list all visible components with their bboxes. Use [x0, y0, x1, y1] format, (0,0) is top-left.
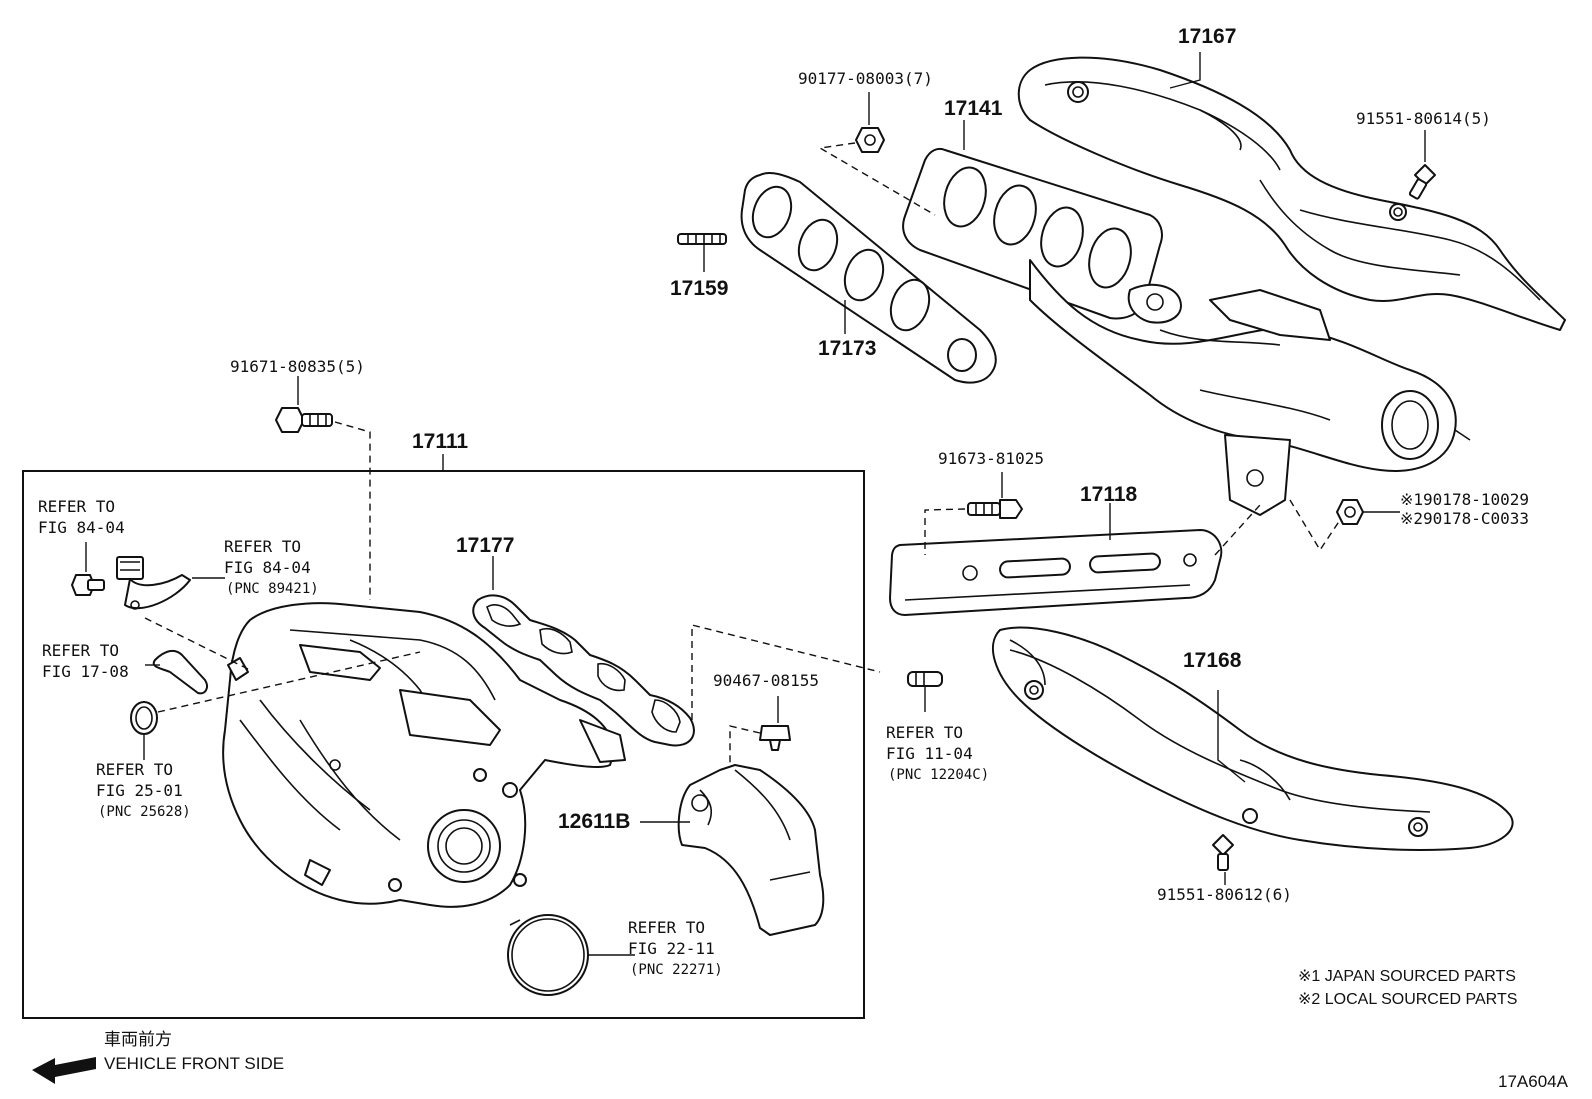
refer-to-line: REFER TO [38, 497, 116, 516]
refer-fig-84-04-b[interactable]: FIG 84-04 [224, 558, 311, 577]
part-number-12611b[interactable]: 12611B [558, 810, 631, 833]
part-number-17173[interactable]: 17173 [818, 337, 877, 360]
map-sensor[interactable] [116, 556, 191, 610]
part-number-17177[interactable]: 17177 [456, 534, 515, 557]
vehicle-front-arrow-icon [32, 1057, 96, 1084]
part-number-17141[interactable]: 17141 [944, 97, 1003, 120]
bolt-91551-80612[interactable] [1212, 834, 1234, 871]
fastener-90177-08003[interactable]: 90177-08003(7) [798, 69, 933, 88]
pnc-12204c: (PNC 12204C) [888, 767, 990, 783]
fastener-91551-80614[interactable]: 91551-80614(5) [1356, 109, 1491, 128]
throttle-body-gasket[interactable] [507, 914, 589, 996]
bolt-91551-80614[interactable] [1408, 164, 1436, 200]
refer-to-line: REFER TO [628, 918, 706, 937]
fastener-91551-80612[interactable]: 91551-80612(6) [1157, 885, 1292, 904]
hose-clamp-ring[interactable] [130, 701, 158, 735]
bolt-91673-81025[interactable] [967, 499, 1023, 519]
union-pipe[interactable] [907, 671, 943, 687]
refer-to-line: REFER TO [96, 760, 174, 779]
fastener-90467-08155[interactable]: 90467-08155 [713, 671, 819, 690]
intake-insulator[interactable] [677, 764, 825, 936]
pnc-25628: (PNC 25628) [98, 804, 191, 820]
pnc-89421: (PNC 89421) [226, 581, 319, 597]
refer-fig-22-11[interactable]: FIG 22-11 [628, 939, 715, 958]
nut-90178[interactable] [1336, 499, 1364, 525]
refer-to-line: REFER TO [42, 641, 120, 660]
vacuum-hose[interactable] [152, 649, 208, 695]
note-japan-sourced: ※1 JAPAN SOURCED PARTS [1298, 968, 1516, 985]
exhaust-manifold-gasket[interactable] [740, 172, 997, 384]
fastener-91673-81025[interactable]: 91673-81025 [938, 449, 1044, 468]
refer-fig-11-04[interactable]: FIG 11-04 [886, 744, 973, 763]
figure-id: 17A604A [1498, 1072, 1568, 1091]
nut-90177[interactable] [855, 127, 885, 153]
heat-insulator-upper[interactable] [1017, 56, 1566, 331]
intake-manifold-gasket[interactable] [472, 594, 695, 747]
vehicle-front-jp: 車両前方 [104, 1030, 172, 1049]
intake-manifold[interactable] [222, 602, 626, 908]
refer-to-line: REFER TO [224, 537, 302, 556]
refer-fig-25-01[interactable]: FIG 25-01 [96, 781, 183, 800]
sensor-screw[interactable] [71, 574, 105, 596]
exhaust-manifold[interactable] [902, 147, 1471, 516]
fastener-90178-10029[interactable]: ※190178-10029 [1400, 490, 1529, 509]
vehicle-front-en: VEHICLE FRONT SIDE [104, 1054, 285, 1073]
pnc-22271: (PNC 22271) [630, 962, 723, 978]
bolt-91671-80835[interactable] [275, 407, 333, 433]
fastener-90178-c0033[interactable]: ※290178-C0033 [1400, 509, 1529, 528]
note-local-sourced: ※2 LOCAL SOURCED PARTS [1298, 991, 1518, 1008]
part-number-17167[interactable]: 17167 [1178, 25, 1237, 48]
part-number-17159[interactable]: 17159 [670, 277, 729, 300]
refer-fig-84-04-a[interactable]: FIG 84-04 [38, 518, 125, 537]
clip-90467-08155[interactable] [759, 725, 791, 751]
refer-fig-17-08[interactable]: FIG 17-08 [42, 662, 129, 681]
part-number-17168[interactable]: 17168 [1183, 649, 1242, 672]
stud-17159[interactable] [677, 233, 727, 245]
heat-insulator-lower[interactable] [991, 626, 1514, 851]
part-number-17111[interactable]: 17111 [412, 430, 469, 453]
part-number-17118[interactable]: 17118 [1080, 483, 1138, 506]
refer-to-line: REFER TO [886, 723, 964, 742]
manifold-stay[interactable] [889, 529, 1223, 616]
fastener-91671-80835[interactable]: 91671-80835(5) [230, 357, 365, 376]
